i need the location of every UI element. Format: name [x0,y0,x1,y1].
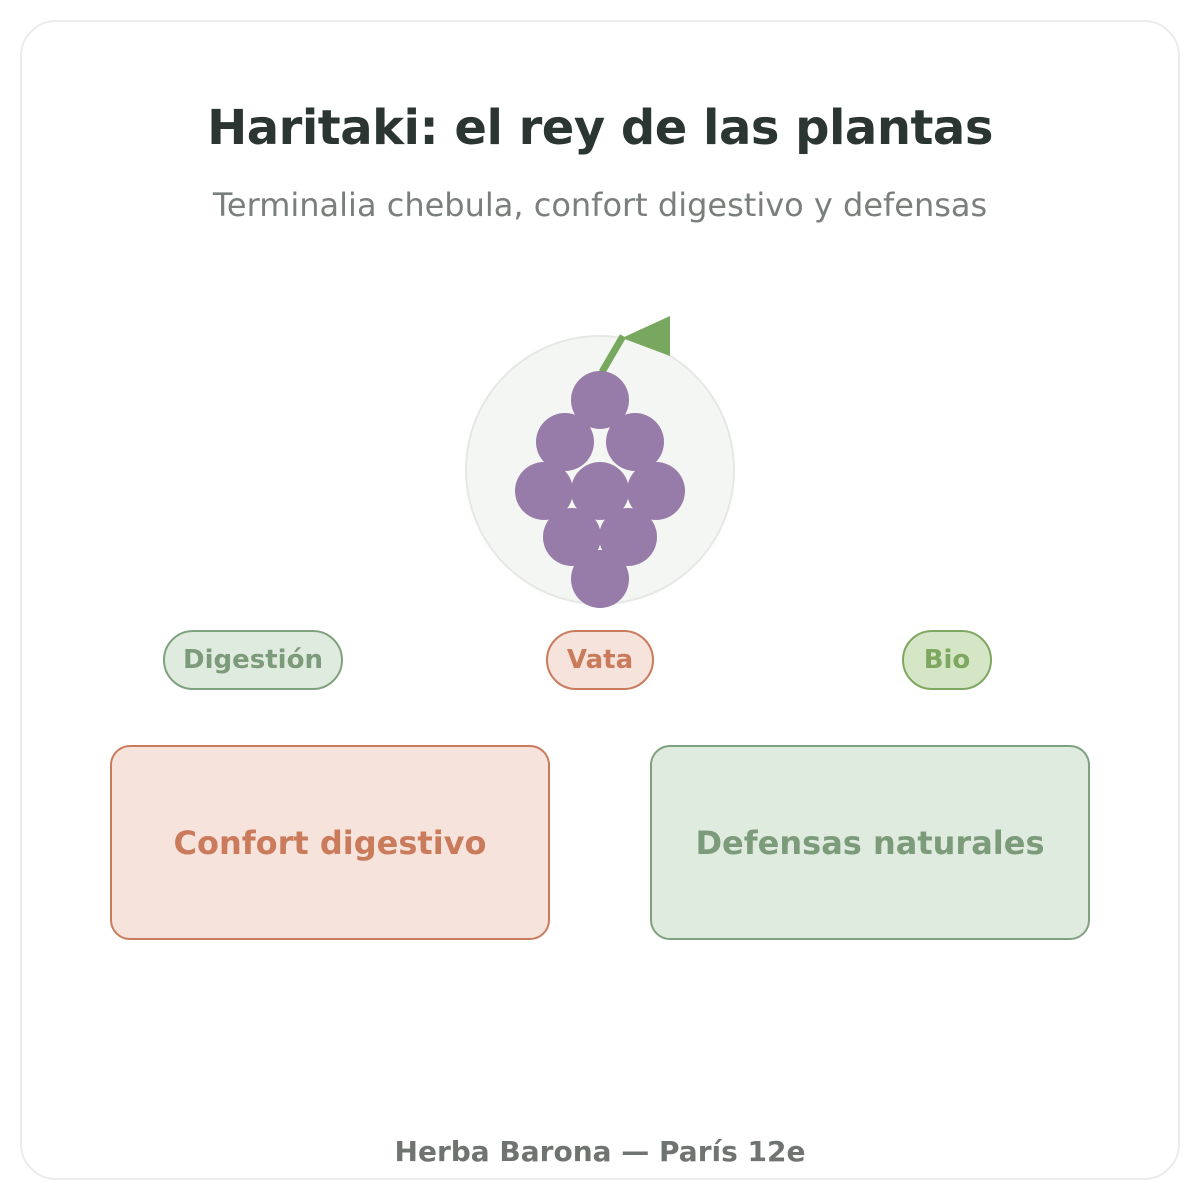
grape-illustration [464,312,736,612]
page-title: Haritaki: el rey de las plantas [207,100,993,156]
benefit-card-confort-digestivo: Confort digestivo [110,745,550,940]
tag-bio: Bio [902,630,992,690]
benefit-label: Confort digestivo [173,823,487,862]
grape-berries [515,371,685,608]
grape-stem [598,334,627,374]
page-subtitle: Terminalia chebula, confort digestivo y … [212,186,988,224]
tag-digestion: Digestión [163,630,343,690]
grape-leaf [622,316,670,356]
footer-brand: Herba Barona — París 12e [394,1135,806,1168]
tag-vata: Vata [546,630,654,690]
benefit-label: Defensas naturales [695,823,1045,862]
benefit-card-defensas-naturales: Defensas naturales [650,745,1090,940]
grape-cluster-icon [465,316,735,608]
